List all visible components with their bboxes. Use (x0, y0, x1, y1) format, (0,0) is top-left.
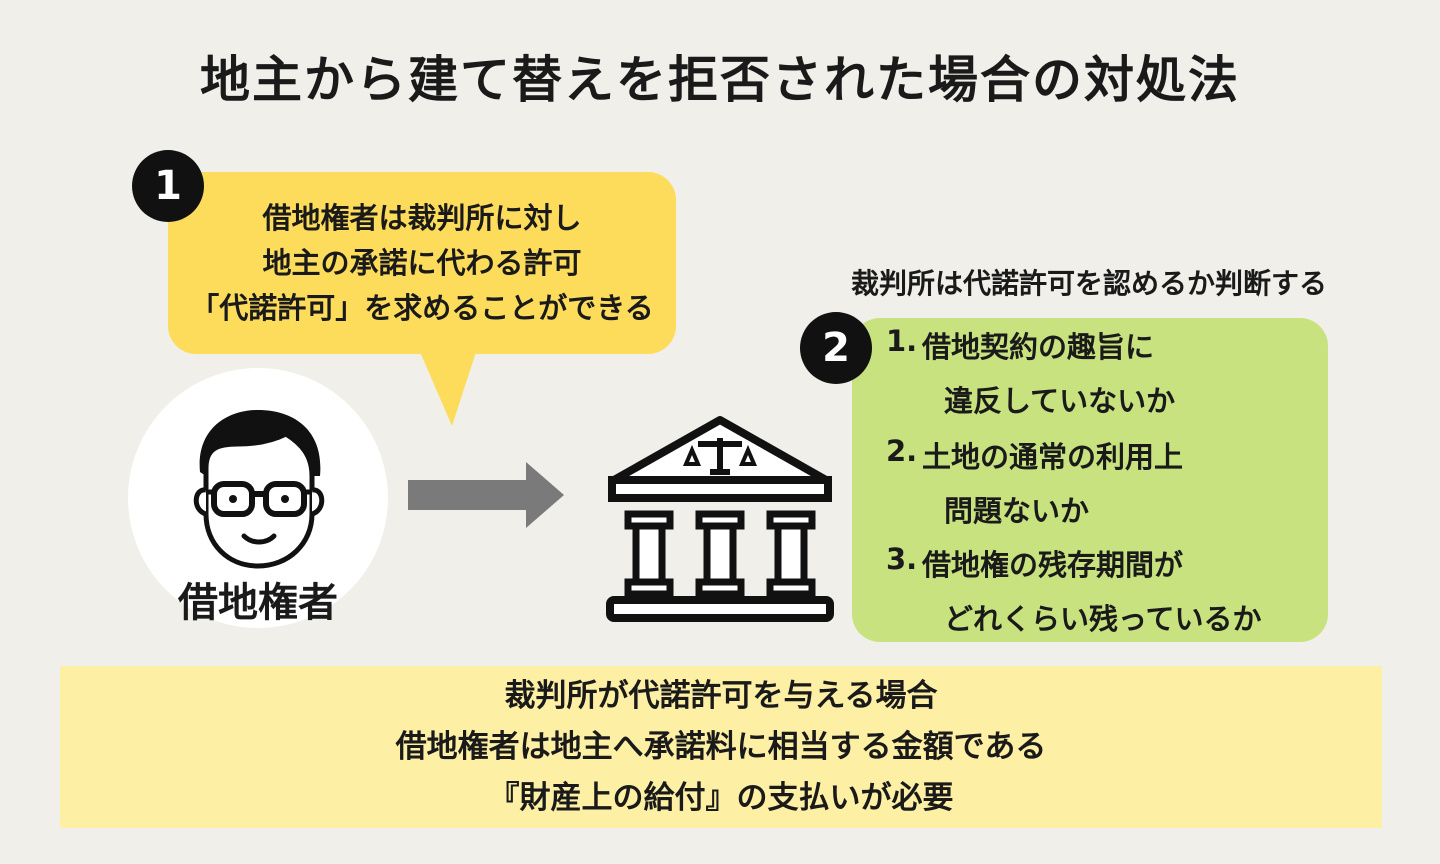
criterion-line: 問題ないか (944, 494, 1090, 528)
criterion-number: 1. (886, 324, 918, 358)
criterion-line: 借地契約の趣旨に (922, 330, 1155, 364)
criterion-line: 土地の通常の利用上 (922, 440, 1184, 474)
criterion-line: 借地権の残存期間が (922, 548, 1184, 582)
criterion-line: どれくらい残っているか (944, 602, 1262, 636)
criteria-box (852, 318, 1328, 642)
step1-line: 借地権者は裁判所に対し (262, 200, 582, 235)
payment-note-line: 『財産上の給付』の支払いが必要 (488, 779, 954, 816)
step1-line: 「代諾許可」を求めることができる (190, 290, 654, 325)
step1-speech-bubble: 借地権者は裁判所に対し 地主の承諾に代わる許可 「代諾許可」を求めることができる (168, 172, 676, 354)
judgment-caption: 裁判所は代諾許可を認めるか判断する (850, 267, 1327, 300)
criterion-number: 2. (886, 434, 918, 468)
person-with-glasses-icon (193, 410, 325, 569)
payment-note-box: 裁判所が代諾許可を与える場合 借地権者は地主へ承諾料に相当する金額である 『財産… (60, 666, 1382, 828)
criterion-line: 違反していないか (944, 384, 1176, 418)
payment-note-line: 裁判所が代諾許可を与える場合 (504, 677, 938, 714)
page-title: 地主から建て替えを拒否された場合の対処法 (200, 51, 1240, 109)
person-label: 借地権者 (178, 580, 338, 626)
step1-line: 地主の承諾に代わる許可 (262, 245, 582, 280)
step1-badge: 1 (132, 150, 204, 222)
arrow-right-icon (408, 462, 564, 528)
criterion-number: 3. (886, 542, 918, 576)
courthouse-scales-icon (606, 416, 834, 622)
payment-note-line: 借地権者は地主へ承諾料に相当する金額である (395, 728, 1047, 765)
speech-bubble-tail-icon (420, 352, 476, 426)
step2-badge: 2 (800, 312, 872, 384)
